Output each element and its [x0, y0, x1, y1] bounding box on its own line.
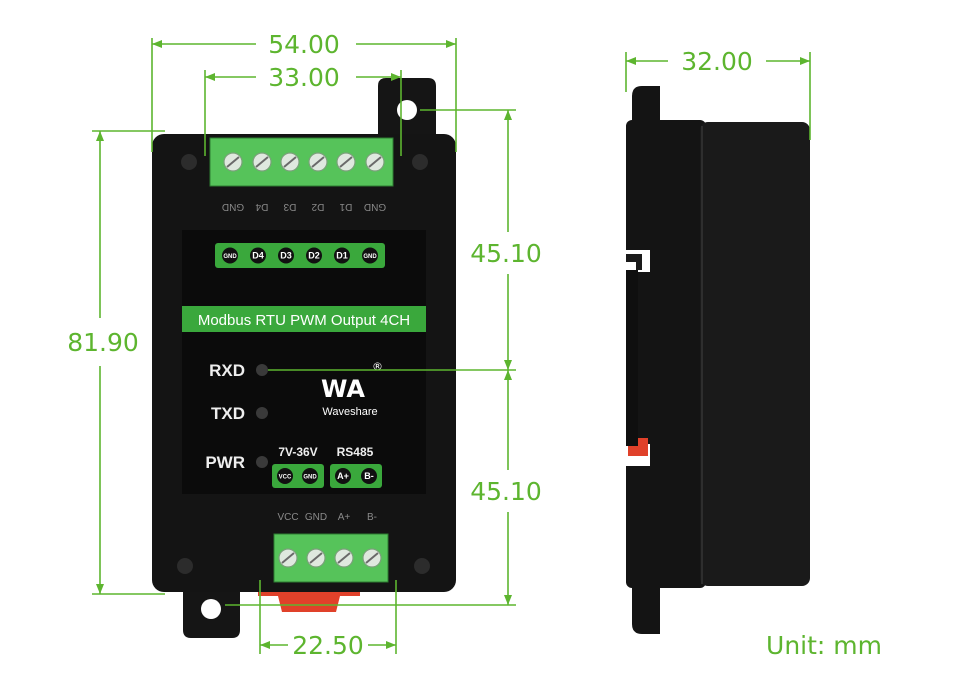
led-txd — [256, 407, 268, 419]
screw-slot — [281, 552, 295, 564]
led-label-rxd: RXD — [209, 361, 245, 380]
corner-screw — [414, 558, 430, 574]
pin-pills-top: GND D4 D3 D2 D1 GND — [222, 247, 378, 264]
screw-slot — [255, 156, 269, 168]
screw-slot — [368, 156, 382, 168]
top-terminal-label: D2 — [311, 201, 324, 212]
dim-terminal-pitch-top: 33.00 — [268, 63, 340, 92]
bottom-terminal-screws — [278, 548, 382, 568]
bottom-mounting-hole — [201, 599, 221, 619]
bottom-terminal-label: A+ — [338, 512, 351, 523]
screw-slot — [365, 552, 379, 564]
pin-pill-label: D3 — [280, 251, 292, 261]
power-pill-label: VCC — [279, 475, 292, 481]
pin-pill-label: D2 — [308, 251, 320, 261]
led-pwr — [256, 456, 268, 468]
side-body — [700, 122, 810, 586]
top-terminal-label: D4 — [255, 201, 268, 212]
registered-mark: ® — [372, 360, 383, 373]
power-pill-label: GND — [303, 475, 317, 481]
screw-slot — [339, 156, 353, 168]
front-view: GND D4 D3 D2 D1 GND GND D4 D3 D2 D1 GND … — [152, 78, 456, 638]
rs485-pill-label: B- — [364, 471, 374, 481]
pin-strip-top — [215, 243, 385, 268]
screw-slot — [337, 552, 351, 564]
corner-screw — [177, 558, 193, 574]
top-terminal-screws — [223, 152, 385, 172]
front-panel — [182, 230, 426, 494]
dimension-lines — [92, 38, 811, 654]
dim-terminal-pitch-bottom: 22.50 — [292, 631, 364, 660]
unit-label: Unit: mm — [766, 631, 882, 660]
rs485-pill-label: A+ — [337, 471, 349, 481]
din-recess — [626, 270, 638, 446]
dim-height-upper: 45.10 — [470, 239, 542, 268]
din-clip-top-hook — [626, 254, 642, 270]
pin-pill-label: D1 — [336, 251, 348, 261]
top-mounting-hole — [397, 100, 417, 120]
screw-slot — [226, 156, 240, 168]
top-terminal-label: GND — [364, 201, 386, 212]
dim-width-total: 54.00 — [268, 30, 340, 59]
brand-mark: WA — [321, 375, 365, 403]
corner-screw — [181, 154, 197, 170]
bottom-terminal-label: B- — [367, 512, 377, 523]
led-label-txd: TXD — [211, 404, 245, 423]
bottom-terminal-labels: VCC GND A+ B- — [277, 512, 377, 523]
top-terminal-label: D3 — [283, 201, 296, 212]
pin-pill-label: GND — [363, 254, 377, 260]
waveshare-logo: WA ® Waveshare — [321, 360, 383, 418]
top-terminal-labels: GND D4 D3 D2 D1 GND — [222, 201, 386, 212]
side-view — [624, 86, 810, 634]
side-rear-rail — [626, 120, 706, 588]
rs485-label: RS485 — [337, 445, 374, 459]
led-label-pwr: PWR — [205, 453, 245, 472]
screw-slot — [309, 552, 323, 564]
top-terminal-label: GND — [222, 201, 244, 212]
bottom-terminal-label: GND — [305, 512, 327, 523]
brand-name: Waveshare — [322, 406, 377, 418]
side-top-tab — [632, 86, 660, 122]
screw-slot — [311, 156, 325, 168]
screw-slot — [283, 156, 297, 168]
title-banner — [182, 306, 426, 332]
led-rxd — [256, 364, 268, 376]
power-range-label: 7V-36V — [278, 445, 317, 459]
dim-height-total: 81.90 — [67, 328, 139, 357]
bottom-terminal-label: VCC — [277, 512, 298, 523]
side-bottom-tab — [632, 586, 660, 634]
pin-pill-label: D4 — [252, 251, 264, 261]
corner-screw — [412, 154, 428, 170]
top-terminal-label: D1 — [339, 201, 352, 212]
title-banner-text: Modbus RTU PWM Output 4CH — [198, 312, 410, 329]
dim-height-lower: 45.10 — [470, 477, 542, 506]
dim-depth: 32.00 — [681, 47, 753, 76]
pin-pill-label: GND — [223, 254, 237, 260]
